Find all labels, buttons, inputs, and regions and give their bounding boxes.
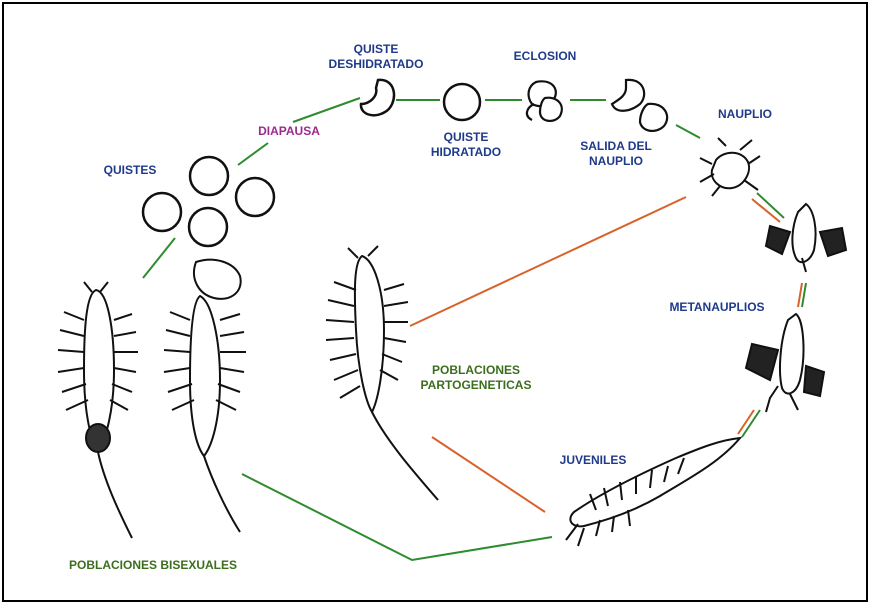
bisexual-female-cyst-icon <box>164 260 246 532</box>
label-quiste-hidratado: QUISTE HIDRATADO <box>418 130 514 160</box>
metanauplio-2-icon <box>746 314 824 412</box>
connector-metanauplio-1-2 <box>802 283 806 307</box>
connector-metanauplio-orange <box>798 283 802 307</box>
connector-cysts-bisexual <box>143 238 175 278</box>
label-juveniles: JUVENILES <box>548 453 638 468</box>
hydrated-cyst-icon <box>444 84 480 120</box>
metanauplio-1-icon <box>766 204 846 272</box>
eclosion-cyst-icon <box>527 81 562 121</box>
nauplio-icon <box>700 138 760 196</box>
bisexual-female-icon <box>58 282 138 538</box>
label-diapausa: DIAPAUSA <box>244 124 334 139</box>
cyst-icon <box>190 157 228 195</box>
label-poblaciones-partogeneticas: POBLACIONES PARTOGENETICAS <box>410 363 542 393</box>
cyst-icon <box>189 208 227 246</box>
nauplius-exit-icon <box>612 80 667 131</box>
connector-diapausa-dehydrated <box>293 98 360 122</box>
label-quiste-deshidratado: QUISTE DESHIDRATADO <box>315 42 437 72</box>
label-quistes: QUISTES <box>90 163 170 178</box>
label-salida-del-nauplio: SALIDA DEL NAUPLIO <box>566 139 666 169</box>
cyst-icon <box>236 178 274 216</box>
connector-exit-nauplio <box>676 125 700 138</box>
label-nauplio: NAUPLIO <box>700 107 790 122</box>
connector-parthenogenetic-juvenile <box>432 437 545 512</box>
label-poblaciones-bisexuales: POBLACIONES BISEXUALES <box>48 558 258 573</box>
label-eclosion: ECLOSION <box>500 49 590 64</box>
connector-nauplio-parthenogenetic <box>410 197 686 326</box>
connector-cysts-diapausa <box>238 143 268 165</box>
label-metanauplios: METANAUPLIOS <box>654 300 780 315</box>
cyst-icon <box>143 193 181 231</box>
dehydrated-cyst-icon <box>361 80 394 115</box>
